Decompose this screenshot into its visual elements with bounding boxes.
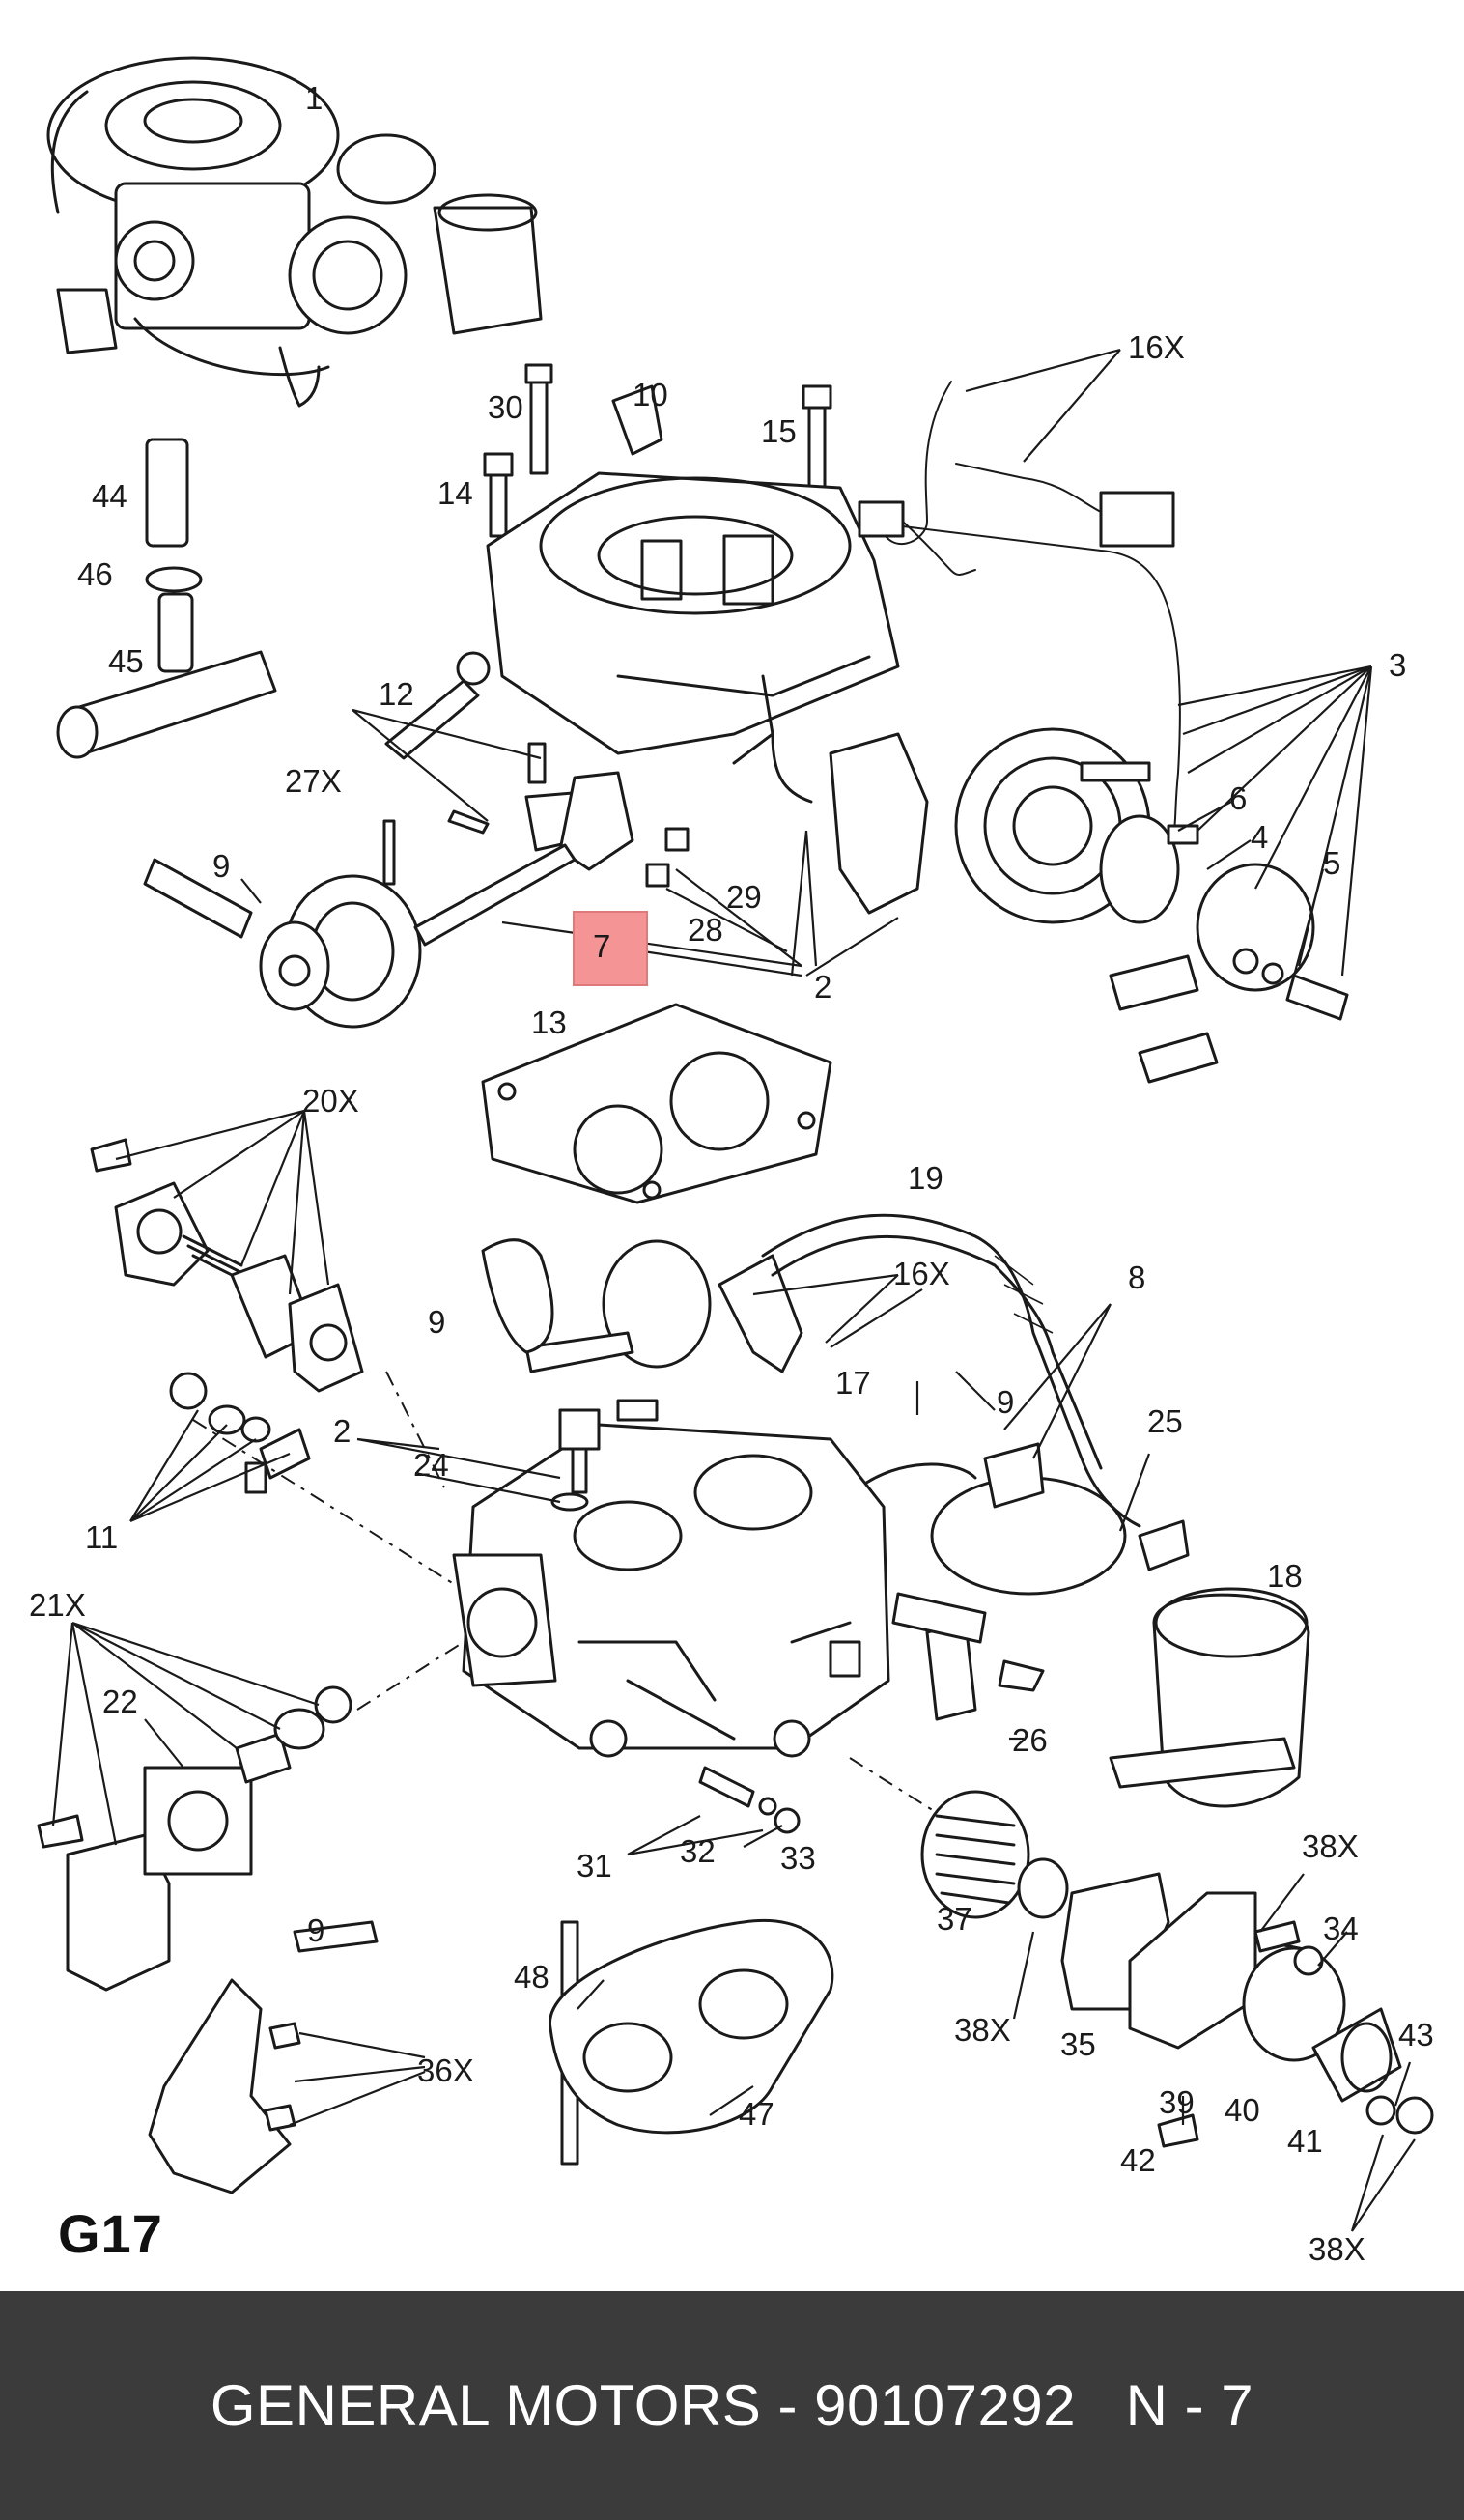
callout-31: 31 [577, 1848, 612, 1883]
figure-code-label: G17 [58, 2203, 163, 2264]
callout-11: 11 [85, 1519, 119, 1555]
callout-36x: 36X [417, 2053, 474, 2088]
wiring-harness [858, 381, 1181, 841]
callout-16x-middle: 16X [893, 1256, 950, 1291]
callout-47: 47 [739, 2096, 774, 2132]
callout-4: 4 [1251, 819, 1269, 855]
callout-13: 13 [531, 1005, 567, 1040]
callout-18: 18 [1267, 1558, 1303, 1594]
screw-spring-31-33 [698, 1766, 801, 1834]
callout-6: 6 [1229, 780, 1248, 816]
choke-spring-lever-assembly [920, 1790, 1434, 2148]
callout-40: 40 [1225, 2092, 1260, 2128]
callout-42: 42 [1120, 2142, 1156, 2178]
callout-26: 26 [1012, 1722, 1048, 1758]
callout-9-right: 9 [997, 1384, 1015, 1420]
carburetor-exploded-drawing [37, 56, 1434, 2232]
callout-41: 41 [1287, 2123, 1323, 2159]
exploded-parts-diagram: 1 16X 10 30 15 44 14 46 45 3 12 27X 6 4 … [29, 56, 1434, 2267]
callout-leader-lines [51, 348, 1416, 2232]
vacuum-diaphragm-unit-left [143, 843, 577, 1029]
callout-9-upper: 9 [212, 848, 231, 884]
highlight-marker [573, 911, 648, 986]
choke-housing-assembly [829, 727, 1349, 1084]
callout-15: 15 [761, 413, 797, 449]
callout-46: 46 [77, 556, 113, 592]
callout-16x-top: 16X [1128, 329, 1185, 365]
callout-39: 39 [1159, 2084, 1195, 2120]
callout-38x-upper: 38X [1302, 1828, 1359, 1864]
callout-7-highlighted: 7 [593, 928, 611, 964]
callout-2-upper: 2 [814, 969, 832, 1005]
callout-21x: 21X [29, 1587, 86, 1623]
callout-35: 35 [1060, 2026, 1096, 2062]
switch-assembly-21x [37, 1685, 352, 1992]
accelerator-pump-parts [90, 1138, 364, 1393]
pulldown-hose-assembly [481, 1213, 1310, 1808]
callout-45: 45 [108, 643, 144, 679]
callout-3: 3 [1389, 647, 1407, 683]
callout-9-lower: 9 [307, 1912, 325, 1948]
callout-34: 34 [1323, 1911, 1359, 1946]
stud-and-flange-gasket [549, 1919, 834, 2166]
hose-clamp-tee [56, 438, 277, 759]
callout-1: 1 [305, 80, 324, 116]
callout-33: 33 [780, 1840, 816, 1876]
nut-washers-11 [169, 1372, 311, 1494]
callout-22: 22 [102, 1684, 138, 1719]
callout-48: 48 [514, 1959, 549, 1995]
bracket-36x [148, 1920, 379, 2194]
carburetor-upper-body [486, 471, 900, 804]
callout-2-lower: 2 [333, 1413, 352, 1449]
callout-20x: 20X [302, 1083, 359, 1118]
callout-29: 29 [726, 879, 762, 915]
callout-27x: 27X [285, 763, 342, 799]
callout-25: 25 [1147, 1403, 1183, 1439]
callout-28: 28 [688, 912, 723, 948]
assembly-centerlines [192, 1371, 943, 1817]
gasket-13 [481, 1003, 832, 1204]
callout-30: 30 [488, 389, 523, 425]
footer-part-number: GENERAL MOTORS - 90107292 N - 7 [210, 2373, 1254, 2438]
footer-banner: GENERAL MOTORS - 90107292 N - 7 [0, 2291, 1464, 2520]
callout-8: 8 [1128, 1260, 1146, 1295]
callout-10: 10 [633, 377, 668, 412]
callout-14: 14 [437, 475, 473, 511]
assembled-carburetor-illustration [46, 56, 543, 408]
callout-17: 17 [835, 1365, 871, 1401]
choke-bracket-parts [382, 742, 690, 888]
callout-32: 32 [680, 1833, 716, 1869]
callout-38x-middle: 38X [954, 2012, 1011, 2048]
callout-24: 24 [413, 1447, 449, 1483]
carburetor-lower-body [452, 1399, 890, 1758]
callout-12: 12 [379, 676, 414, 712]
screws-upper [384, 363, 832, 760]
callout-43: 43 [1398, 2017, 1434, 2053]
callout-38x-lower: 38X [1309, 2231, 1365, 2267]
callout-37: 37 [937, 1901, 972, 1937]
callout-44: 44 [92, 478, 127, 514]
callout-5: 5 [1323, 845, 1341, 881]
callout-9-middle: 9 [428, 1304, 446, 1340]
callout-19: 19 [908, 1160, 943, 1196]
